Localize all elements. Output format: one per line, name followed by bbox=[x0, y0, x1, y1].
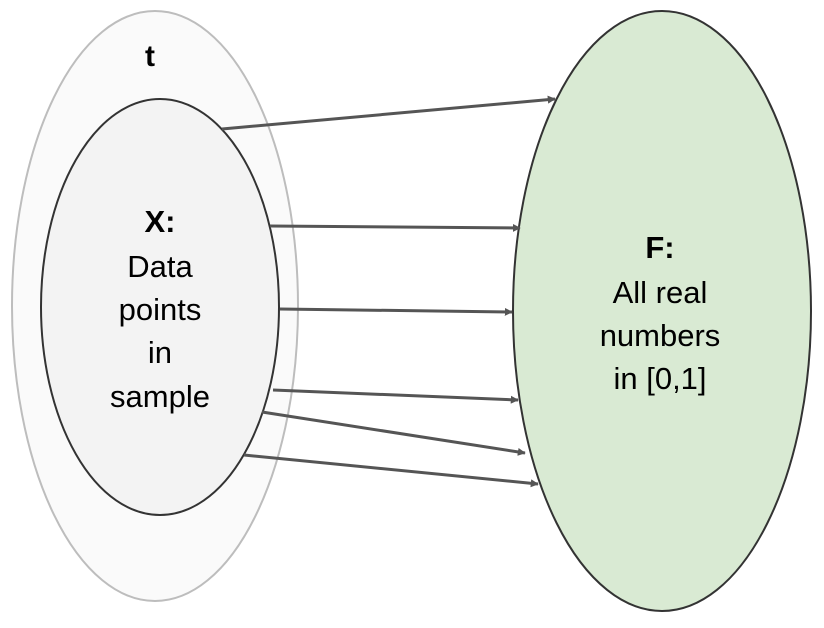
mapping-arrow bbox=[243, 453, 539, 488]
mapping-arrow bbox=[279, 307, 513, 316]
set-f-line: in [0,1] bbox=[613, 361, 706, 396]
mapping-arrows bbox=[221, 95, 556, 488]
set-x-line: points bbox=[119, 292, 202, 327]
set-t-label: t bbox=[145, 40, 155, 73]
set-x-line: sample bbox=[110, 379, 210, 414]
set-x: X: Data points in sample bbox=[40, 98, 280, 516]
mapping-arrow bbox=[269, 223, 521, 232]
mapping-arrow bbox=[221, 95, 556, 131]
set-f-line: numbers bbox=[600, 318, 721, 353]
mapping-arrow bbox=[261, 410, 526, 456]
set-f-title: F: bbox=[645, 230, 674, 265]
set-f-line: All real bbox=[613, 275, 708, 310]
set-f: F: All real numbers in [0,1] bbox=[512, 10, 812, 612]
set-x-line: in bbox=[148, 335, 172, 370]
set-x-line: Data bbox=[127, 249, 193, 284]
mapping-arrow bbox=[272, 388, 519, 404]
set-f-ellipse bbox=[512, 10, 812, 612]
set-x-title: X: bbox=[145, 204, 176, 239]
set-x-ellipse bbox=[40, 98, 280, 516]
